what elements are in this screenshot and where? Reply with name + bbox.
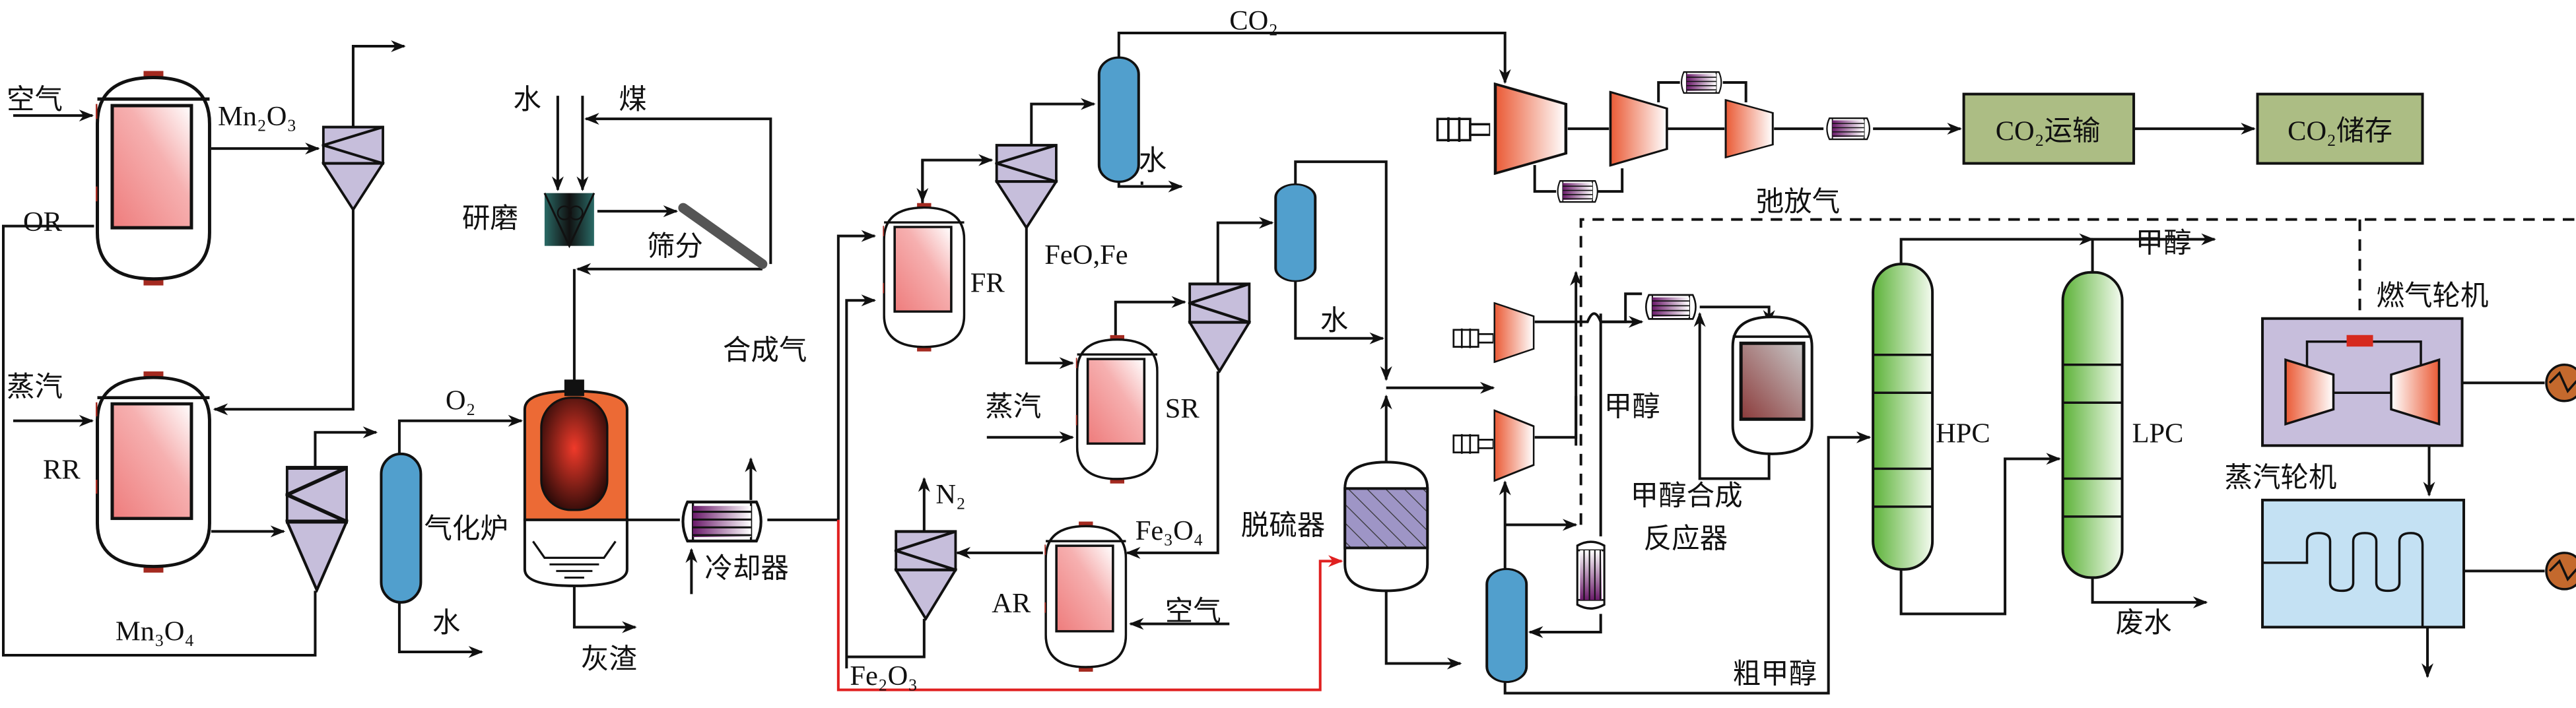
label-gasifier: 气化炉 [424, 513, 508, 544]
label-co2: CO₂ [1229, 5, 1278, 36]
motor-icon [1452, 328, 1494, 348]
co2-storage-box: CO₂储存 [2256, 92, 2424, 165]
label-water-fr: 水 [1139, 146, 1167, 177]
label-o2: O₂ [446, 385, 476, 416]
methanol-flash-separator [1487, 569, 1526, 682]
methanol-preheater [1644, 294, 1697, 320]
flow-lines [1, 32, 2576, 695]
motor-icon [1436, 117, 1491, 143]
label-steam-turbine: 蒸汽轮机 [2225, 463, 2337, 494]
label-lpc: LPC [2132, 418, 2184, 449]
label-methanol-reactor-1: 甲醇合成 [1631, 480, 1743, 511]
oxidation-reactor-or [90, 71, 209, 286]
h2-condenser [1275, 184, 1315, 281]
gasifier [523, 379, 628, 587]
label-fe3o4: Fe₃O₄ [1135, 515, 1203, 546]
label-ar: AR [992, 588, 1031, 619]
recycle-compressor [1493, 409, 1535, 482]
co2-compressor-3 [1724, 99, 1774, 159]
co2-storage-label: CO₂储存 [2288, 116, 2392, 147]
air-reactor-ar [1044, 521, 1128, 672]
label-steam-sr: 蒸汽 [985, 391, 1041, 422]
label-gas-turbine: 燃气轮机 [2377, 281, 2489, 312]
hpc-column [1872, 263, 1934, 571]
steam-reactor-sr [1075, 335, 1159, 484]
label-coal: 煤 [619, 84, 647, 115]
label-hpc: HPC [1936, 418, 1990, 449]
intercooler-2 [1680, 71, 1722, 94]
label-methanol-recycle: 甲醇 [1604, 391, 1660, 422]
label-rr: RR [43, 454, 81, 485]
label-steam-rr: 蒸汽 [7, 371, 63, 402]
label-water-gasifier: 水 [432, 608, 461, 639]
steam-turbine [2261, 498, 2466, 629]
methanol-cooler [1576, 540, 1606, 610]
label-water-sr: 水 [1320, 306, 1349, 337]
syngas-cooler [683, 502, 761, 541]
cyclone-rr [287, 468, 347, 590]
separator-column-o2 [381, 454, 421, 602]
generator-icon [2545, 552, 2576, 591]
generator-icon [2545, 364, 2576, 402]
reduction-reactor-rr [90, 371, 209, 573]
label-fe2o3: Fe₂O₃ [850, 660, 918, 692]
syngas-compressor [1493, 302, 1535, 363]
screen [678, 203, 768, 269]
label-mn2o3: Mn₂O₃ [218, 101, 296, 132]
cyclone-sr [1190, 284, 1249, 371]
label-methanol-reactor-2: 反应器 [1644, 523, 1728, 554]
labels: 空气 OR Mn₂O₃ 蒸汽 RR Mn₃O₄ O₂ 气化炉 水 水 煤 研磨 … [7, 5, 2489, 692]
cyclone-fr [997, 145, 1056, 228]
co2-transport-box: CO₂运输 [1962, 92, 2136, 165]
co2-condenser [1099, 57, 1139, 181]
intercooler-1 [1557, 180, 1598, 203]
aftercooler [1826, 117, 1871, 141]
fuel-reactor-fr [883, 203, 966, 352]
label-air-or: 空气 [7, 84, 63, 115]
methanol-synthesis-reactor [1731, 315, 1813, 455]
label-grinding: 研磨 [462, 203, 518, 234]
label-cooler: 冷却器 [704, 553, 788, 584]
label-n2: N₂ [935, 479, 966, 510]
label-purge-gas: 弛放气 [1756, 187, 1840, 218]
motor-icon [1452, 434, 1494, 454]
label-mn3o4: Mn₃O₄ [116, 616, 194, 647]
label-sr: SR [1165, 393, 1200, 424]
label-desulfurizer: 脱硫器 [1241, 510, 1325, 541]
lpc-column [2061, 271, 2124, 579]
cyclone-ar [896, 532, 955, 619]
label-water-in: 水 [513, 84, 541, 115]
label-or: OR [23, 207, 63, 238]
label-fr: FR [970, 268, 1005, 299]
label-feo-fe: FeO,Fe [1044, 240, 1128, 271]
co2-transport-label: CO₂运输 [1996, 116, 2101, 147]
label-methanol-product: 甲醇 [2136, 228, 2192, 259]
label-waste-water: 废水 [2116, 608, 2172, 639]
gas-turbine [2261, 317, 2464, 447]
label-syngas: 合成气 [723, 335, 807, 366]
label-crude-methanol: 粗甲醇 [1733, 659, 1817, 690]
label-air-ar: 空气 [1165, 596, 1221, 627]
co2-compressor-2 [1609, 90, 1668, 167]
label-slag: 灰渣 [581, 644, 637, 675]
grinder [543, 192, 595, 249]
label-screening: 筛分 [647, 232, 703, 263]
co2-compressor-1 [1495, 84, 1566, 173]
desulfurizer [1343, 461, 1429, 593]
cyclone-or [323, 127, 383, 210]
